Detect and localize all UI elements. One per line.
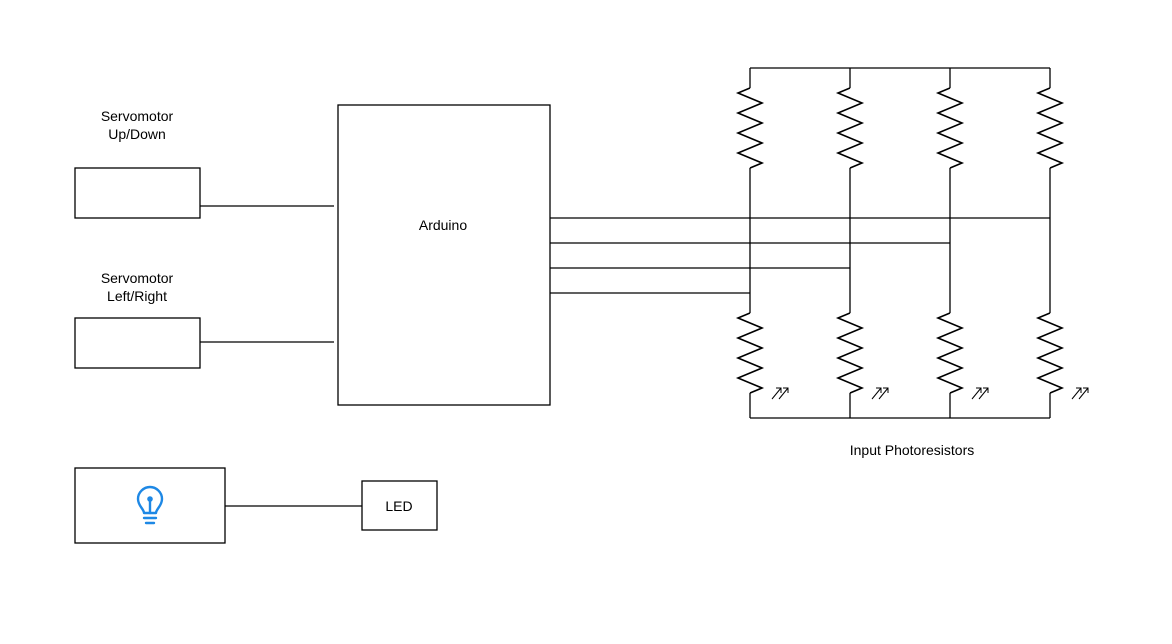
servo-updown-label-line2: Up/Down <box>108 126 166 142</box>
servo-updown-block: Servomotor Up/Down <box>74 108 201 219</box>
servo-updown-box <box>74 167 201 219</box>
servo-leftright-box <box>74 317 201 369</box>
incident-light-arrows-icon <box>1071 387 1089 400</box>
led-label: LED <box>385 498 412 514</box>
incident-light-arrows-icon <box>771 387 789 400</box>
photoresistor-4 <box>1035 312 1065 394</box>
led-block: LED <box>361 480 438 531</box>
led-box <box>361 480 438 531</box>
arduino-box <box>337 104 551 406</box>
arduino-block: Arduino <box>337 104 551 406</box>
photoresistor-2 <box>835 312 865 394</box>
divider-column-1 <box>735 68 789 418</box>
divider-column-2 <box>835 68 889 418</box>
lamp-block <box>74 467 226 544</box>
incident-light-arrows-icon <box>871 387 889 400</box>
servo-leftright-label-line1: Servomotor <box>101 270 174 286</box>
arduino-label: Arduino <box>419 217 467 233</box>
photoresistor-1 <box>735 312 765 394</box>
servo-updown-label-line1: Servomotor <box>101 108 174 124</box>
divider-column-3 <box>935 68 989 418</box>
photoresistors-label: Input Photoresistors <box>850 442 975 458</box>
fixed-resistor-3 <box>935 87 965 169</box>
fixed-resistor-4 <box>1035 87 1065 169</box>
lightbulb-icon <box>136 485 164 525</box>
photoresistor-3 <box>935 312 965 394</box>
divider-column-4 <box>1035 68 1089 418</box>
fixed-resistor-1 <box>735 87 765 169</box>
servo-leftright-label-line2: Left/Right <box>107 288 167 304</box>
fixed-resistor-2 <box>835 87 865 169</box>
incident-light-arrows-icon <box>971 387 989 400</box>
servo-leftright-block: Servomotor Left/Right <box>74 270 201 369</box>
